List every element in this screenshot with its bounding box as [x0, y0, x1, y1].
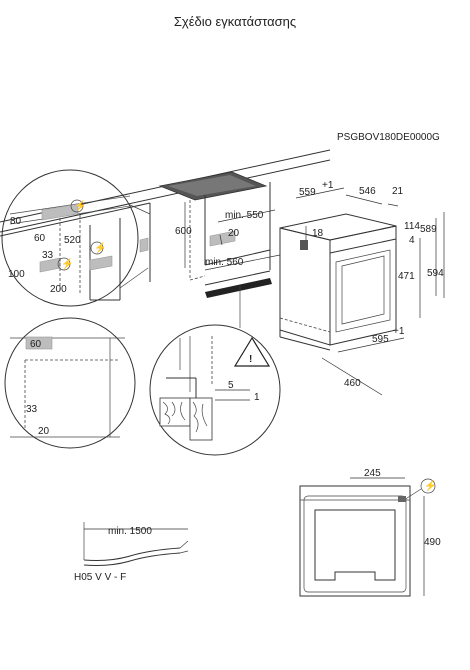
oven-drawing — [279, 213, 397, 351]
mount-thickness-dim: 1 — [254, 392, 260, 403]
corner-mid-dim: 33 — [26, 404, 38, 415]
cable-drawing: min. 1500 H05 V V - F — [74, 522, 189, 583]
model-code: PSGBOV180DE0000G — [337, 132, 440, 143]
oven-width-tol: +1 — [393, 326, 405, 337]
oven-total-height: 589 — [420, 224, 437, 235]
power-icon: ⚡ — [94, 241, 106, 254]
plinth-vent — [205, 278, 272, 298]
oven-depth-bottom: 460 — [344, 378, 361, 389]
power-icon: ⚡ — [61, 257, 73, 270]
cabinet-gap: 20 — [228, 228, 240, 239]
cable-type: H05 V V - F — [74, 572, 126, 583]
oven-front-panel: 21 — [392, 186, 404, 197]
power-icon: ⚡ — [424, 479, 436, 492]
wall-bottom-dim: 200 — [50, 284, 67, 295]
cabinet-inner-height: 600 — [175, 226, 192, 237]
oven-niche-height: 594 — [427, 268, 444, 279]
wall-height-dim: 520 — [64, 235, 81, 246]
oven-top-depth: 559 — [299, 187, 316, 198]
mount-detail-circle: 5 1 ! — [149, 324, 281, 456]
oven-width: 595 — [372, 334, 389, 345]
back-width-dim: 245 — [364, 468, 381, 479]
cable-length: min. 1500 — [108, 526, 152, 537]
oven-side-b: 4 — [409, 235, 415, 246]
corner-bottom-dim: 20 — [38, 426, 50, 437]
oven-top-depth-tol: +1 — [322, 180, 334, 191]
oven-dimensions: 559 +1 546 21 18 114 4 471 589 594 595 +… — [295, 180, 445, 396]
back-height-dim: 490 — [424, 537, 441, 548]
page-title: Σχέδιο εγκατάστασης — [173, 14, 297, 29]
wall-low-dim: 100 — [8, 269, 25, 280]
cabinet-min-width: min. 550 — [225, 210, 264, 221]
wall-mid-dim: 33 — [42, 250, 54, 261]
power-icon: ⚡ — [74, 199, 86, 212]
cabinet-min-depth: min. 560 — [205, 257, 244, 268]
oven-door-height: 471 — [398, 271, 415, 282]
warning-icon — [233, 336, 271, 367]
oven-body-depth: 546 — [359, 186, 376, 197]
wall-left-dim: 60 — [34, 233, 46, 244]
wall-top-dim: 80 — [10, 216, 22, 227]
cabinet-dimensions: 600 min. 550 20 min. 560 — [175, 202, 281, 328]
oven-top-offset: 18 — [312, 228, 324, 239]
svg-text:!: ! — [249, 354, 252, 365]
back-view-drawing: 245 490 ⚡ — [299, 468, 441, 597]
wall-detail-circle: ⚡ ⚡ ⚡ 80 60 520 33 100 200 — [1, 169, 151, 307]
corner-detail-circle: 60 33 20 — [4, 317, 136, 449]
mount-gap-dim: 5 — [228, 380, 234, 391]
corner-top-dim: 60 — [30, 339, 42, 350]
oven-side-a: 114 — [404, 221, 420, 232]
